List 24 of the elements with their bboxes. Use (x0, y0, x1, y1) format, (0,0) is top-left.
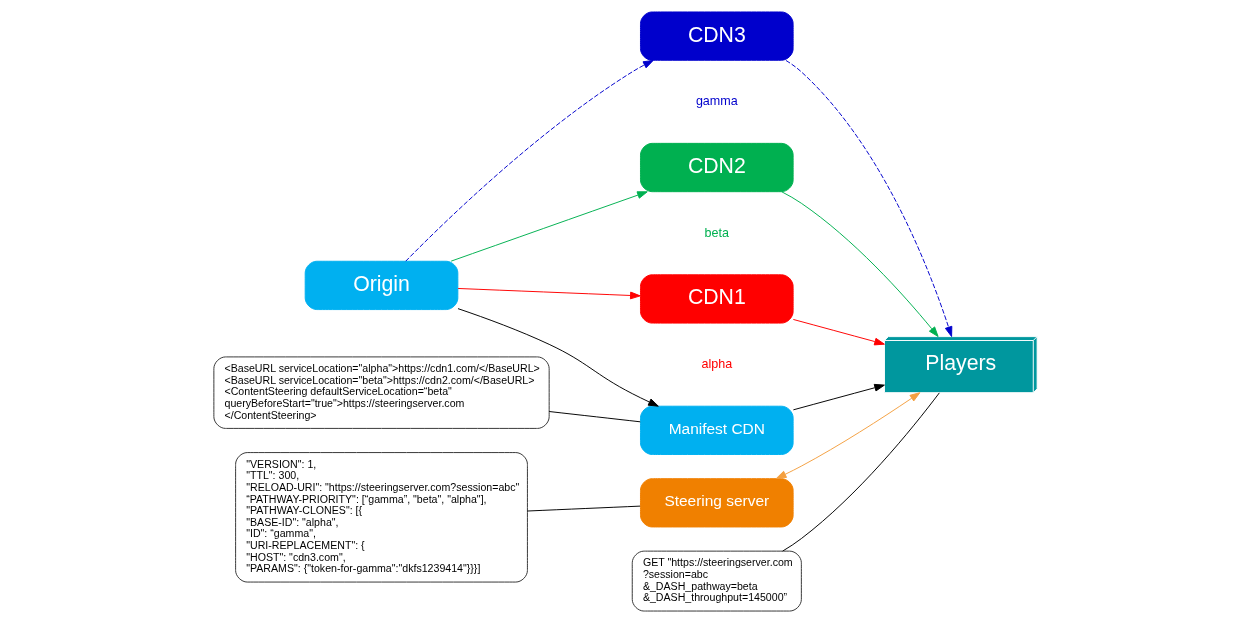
node-box: CDN2 (639, 142, 794, 193)
arrow (784, 59, 952, 337)
node-box: "VERSION": 1, "TTL": 300, "RELOAD-URI": "https://steeringserver.com?session=abc" “PATHWAY-PRIORITY": [“gamma”, "beta", "alpha"], "PATHWAY-CLONES": [{ "BASE-ID": "alpha", "ID": “gamma", "URI-REPLACEMENT": { "HOST": "cdn3.com", "PARAMS": {"token-for-gamma":"dkfs1239414"}}}] (234, 452, 528, 583)
node-label: beta (704, 225, 729, 240)
node-label: alpha (700, 356, 732, 371)
node-box: Steering server (639, 478, 794, 528)
arrow (792, 318, 885, 346)
arrow (780, 191, 939, 338)
arrow (404, 59, 654, 262)
arrow (450, 191, 648, 262)
node-label: gamma (695, 94, 738, 109)
node-box: <BaseURL serviceLocation="alpha">https://cdn1.com/</BaseURL> <BaseURL serviceLocation="beta">https://cdn2.com/</BaseURL> <ContentSteering defaultServiceLocation=“beta" queryBeforeStart="true">https://steeringserver.com </ContentSteering> (212, 356, 550, 429)
node-box: GET "https://steeringserver.com ?session=abc &_DASH_pathway=beta &_DASH_throughput=145000” (631, 550, 802, 612)
connector (781, 392, 940, 552)
connector (526, 505, 641, 512)
node-box: CDN1 (639, 274, 794, 324)
arrow (457, 308, 659, 407)
node-box: CDN3 (639, 11, 794, 61)
arrow (775, 392, 920, 479)
arrow (792, 383, 885, 411)
node-box: Origin (304, 260, 458, 311)
arrow (457, 288, 641, 300)
connector (548, 411, 641, 423)
node-box: Manifest CDN (639, 405, 794, 455)
